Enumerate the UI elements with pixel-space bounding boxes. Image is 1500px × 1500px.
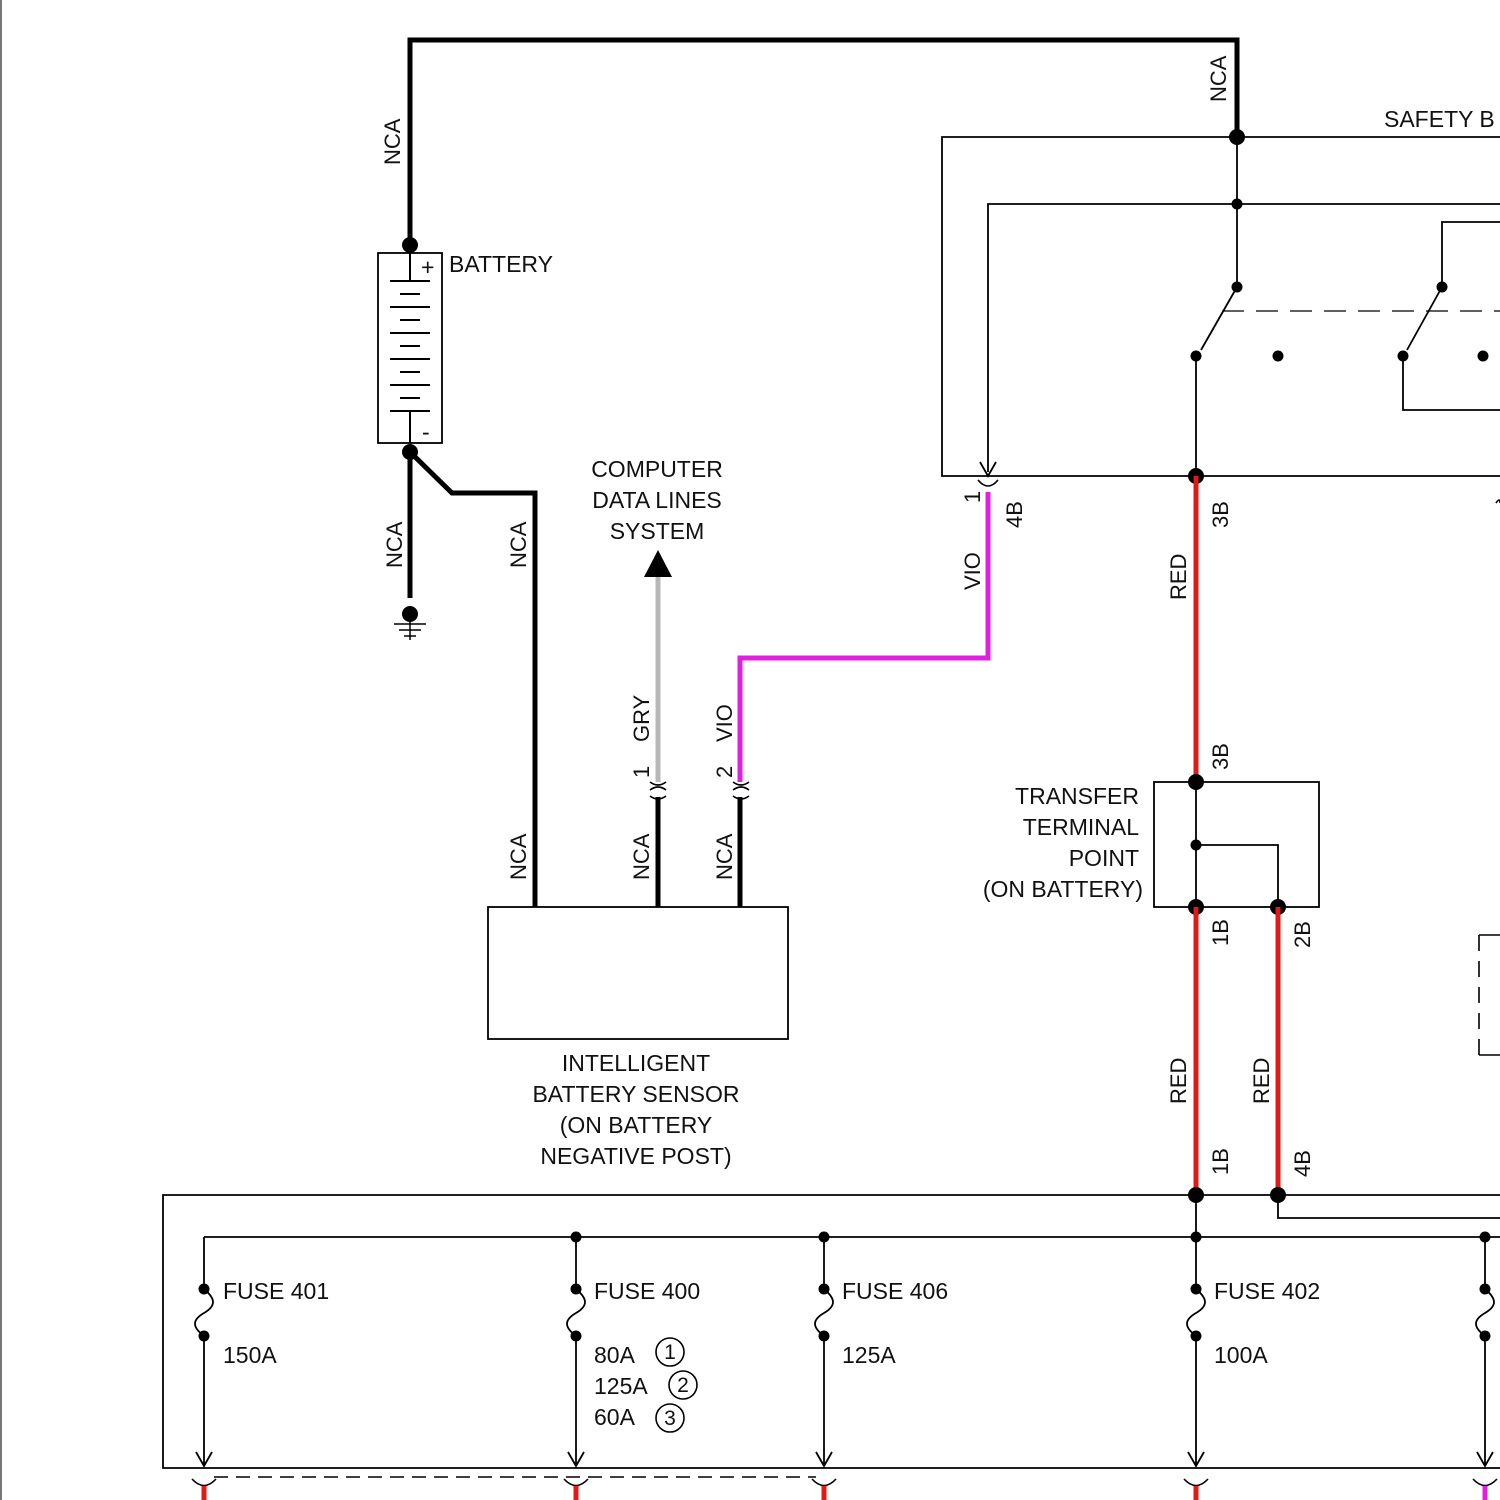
note-number: 1 bbox=[664, 1341, 676, 1364]
wire-label-vio: VIO bbox=[960, 552, 985, 590]
battery-symbol bbox=[378, 40, 1237, 460]
connector-pin-label: 3B bbox=[1208, 501, 1233, 528]
note-number: 3 bbox=[664, 1407, 676, 1430]
fuse-name: FUSE 400 bbox=[594, 1278, 700, 1304]
fuse-rating: 100A bbox=[1214, 1342, 1268, 1368]
fuse-name: FUSE 401 bbox=[223, 1278, 329, 1304]
wire-label-red: RED bbox=[1249, 1058, 1274, 1104]
transfer-terminal-label: TERMINAL bbox=[1023, 814, 1140, 840]
transfer-terminal-label: TRANSFER bbox=[1015, 783, 1139, 809]
fuse-rating: 80A bbox=[594, 1342, 636, 1368]
fuse-rating: 60A bbox=[594, 1404, 636, 1430]
pdc-outline bbox=[163, 1195, 1500, 1468]
battery-label: BATTERY bbox=[449, 251, 553, 277]
wire-label-vio: VIO bbox=[712, 704, 737, 742]
arrow-up-icon bbox=[644, 550, 672, 577]
ibs-label: BATTERY SENSOR bbox=[532, 1081, 739, 1107]
wire-label-gry: GRY bbox=[629, 694, 654, 742]
right-edge-fragments bbox=[1479, 500, 1500, 1055]
connector-pin-label: 4B bbox=[1002, 501, 1027, 528]
battery-plus-sign: + bbox=[421, 254, 434, 280]
connector-pin-label: 1B bbox=[1208, 1148, 1233, 1175]
wire-label-nca: NCA bbox=[506, 833, 531, 880]
fuse-400 bbox=[567, 1237, 585, 1466]
wire-label-nca: NCA bbox=[506, 521, 531, 568]
connector-pin-label: 1B bbox=[1208, 919, 1233, 946]
ibs-label: (ON BATTERY bbox=[560, 1112, 713, 1138]
switch-contact bbox=[1407, 287, 1442, 350]
note-number: 2 bbox=[677, 1374, 689, 1397]
transfer-terminal-label: POINT bbox=[1069, 845, 1139, 871]
ground-icon bbox=[394, 606, 426, 640]
ibs-label: NEGATIVE POST) bbox=[540, 1143, 731, 1169]
ibs-connector bbox=[650, 782, 749, 799]
ibs-label: INTELLIGENT bbox=[562, 1050, 710, 1076]
fuse-401 bbox=[195, 1237, 213, 1466]
battery-positive-terminal bbox=[402, 237, 418, 253]
computer-data-lines-label: DATA LINES bbox=[592, 487, 722, 513]
wire-label-nca: NCA bbox=[712, 833, 737, 880]
switch-contact bbox=[1201, 287, 1237, 350]
safety-box-label: SAFETY B bbox=[1384, 106, 1495, 132]
connector-pin-label: 1 bbox=[629, 766, 654, 778]
wire-label-red: RED bbox=[1166, 554, 1191, 600]
transfer-terminal-label: (ON BATTERY) bbox=[983, 876, 1143, 902]
connector-pin-label: 3B bbox=[1208, 743, 1233, 770]
wire-label-nca: NCA bbox=[1206, 55, 1231, 102]
wire-vio bbox=[740, 492, 988, 782]
wire-label-nca: NCA bbox=[382, 521, 407, 568]
connector-icon bbox=[978, 480, 998, 486]
fuse-402 bbox=[1187, 1237, 1205, 1466]
fuse-name: FUSE 406 bbox=[842, 1278, 948, 1304]
computer-data-lines-label: SYSTEM bbox=[610, 518, 705, 544]
fuse-rating: 150A bbox=[223, 1342, 277, 1368]
fuse-partial-right bbox=[1476, 1237, 1494, 1466]
computer-data-lines-label: COMPUTER bbox=[591, 456, 723, 482]
wire-label-nca: NCA bbox=[380, 118, 405, 165]
fuse-406 bbox=[815, 1237, 833, 1466]
intelligent-battery-sensor-box bbox=[488, 907, 788, 1039]
connector-pin-label: 4B bbox=[1290, 1150, 1315, 1177]
fuse-name: FUSE 402 bbox=[1214, 1278, 1320, 1304]
connector-pin-label: 2B bbox=[1290, 921, 1315, 948]
battery-minus-sign: - bbox=[422, 419, 430, 445]
connector-pin-label: 1 bbox=[960, 491, 985, 503]
wire-nca-battery-positive bbox=[410, 40, 1237, 245]
wire-label-nca: NCA bbox=[629, 833, 654, 880]
bottom-connectors bbox=[192, 1477, 1497, 1486]
connector-pin-label: 2 bbox=[712, 766, 737, 778]
wire-label-red: RED bbox=[1166, 1058, 1191, 1104]
fuse-rating: 125A bbox=[594, 1373, 648, 1399]
fuse-rating: 125A bbox=[842, 1342, 896, 1368]
safety-box-outline bbox=[942, 137, 1500, 476]
